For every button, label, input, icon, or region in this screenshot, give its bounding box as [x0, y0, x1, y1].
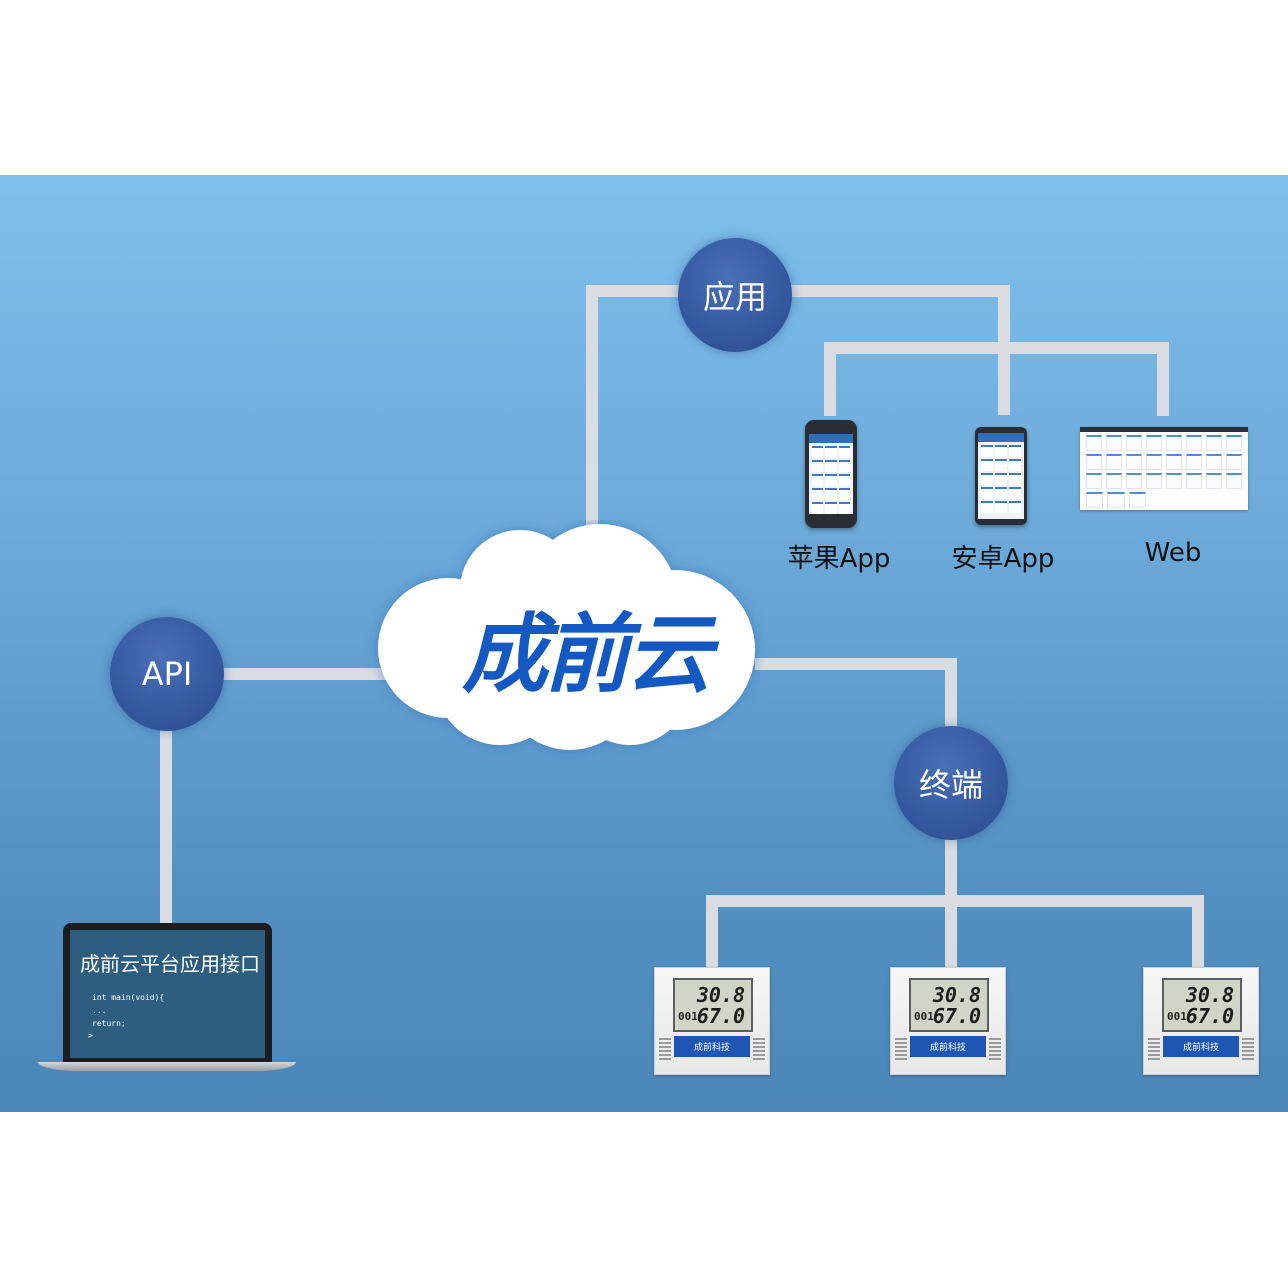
connector-apps-horizontal: [824, 342, 1169, 354]
sensor-lcd: 30.8 001 67.0: [909, 978, 989, 1032]
laptop-screen: 成前云平台应用接口 int main(void){ ... return; >: [63, 923, 272, 1063]
laptop-title: 成前云平台应用接口: [80, 952, 260, 976]
vent: [989, 1038, 1001, 1060]
node-api: API: [110, 617, 224, 731]
brand-badge: 成前科技: [910, 1036, 986, 1057]
connector-cloud-to-app-vertical: [586, 285, 598, 545]
connector-web-vertical: [1157, 342, 1169, 416]
connector-sensors-horizontal: [706, 895, 1204, 907]
label-android-app: 安卓App: [951, 544, 1055, 574]
cloud-shape: [378, 524, 755, 750]
vent: [1242, 1038, 1254, 1060]
node-app: 应用: [678, 238, 792, 352]
android-phone-image: [975, 427, 1027, 525]
iphone-image: [805, 420, 857, 528]
vent: [1148, 1038, 1160, 1060]
code-line: ...: [92, 1006, 107, 1015]
connector-api-horizontal: [220, 668, 390, 680]
humidity-value: 67.0: [696, 1004, 745, 1028]
connector-app-top-horizontal: [586, 285, 1010, 297]
sensor-device: 30.8 001 67.0 成前科技: [1143, 967, 1259, 1075]
brand-badge: 成前科技: [1163, 1036, 1239, 1057]
connector-sensor-right-vertical: [1192, 895, 1204, 968]
sensor-device: 30.8 001 67.0 成前科技: [890, 967, 1006, 1075]
vent: [753, 1038, 765, 1060]
connector-cloud-to-terminal-horizontal: [755, 658, 957, 670]
sensor-id: 001: [914, 1010, 934, 1023]
vent: [895, 1038, 907, 1060]
label-ios-app: 苹果App: [787, 544, 891, 574]
label-web: Web: [1144, 538, 1202, 568]
sensor-device: 30.8 001 67.0 成前科技: [654, 967, 770, 1075]
sensor-id: 001: [1167, 1010, 1187, 1023]
sensor-lcd: 30.8 001 67.0: [1162, 978, 1242, 1032]
sensor-id: 001: [678, 1010, 698, 1023]
sensor-lcd: 30.8 001 67.0: [673, 978, 753, 1032]
code-line: int main(void){: [92, 993, 165, 1002]
node-terminal: 终端: [894, 726, 1008, 840]
connector-terminal-vertical-top: [945, 658, 957, 738]
temperature-value: 30.8: [1185, 983, 1234, 1007]
laptop-base: [38, 1062, 296, 1071]
connector-ios-vertical: [824, 342, 836, 416]
humidity-value: 67.0: [1185, 1004, 1234, 1028]
humidity-value: 67.0: [932, 1004, 981, 1028]
cloud-title: 成前云: [462, 604, 712, 705]
code-line: return;: [92, 1019, 126, 1028]
web-dashboard-image: [1080, 427, 1248, 510]
connector-api-vertical: [160, 720, 172, 925]
brand-badge: 成前科技: [674, 1036, 750, 1057]
code-prompt: >: [88, 1031, 93, 1040]
temperature-value: 30.8: [696, 983, 745, 1007]
connector-sensor-left-vertical: [706, 895, 718, 968]
vent: [659, 1038, 671, 1060]
temperature-value: 30.8: [932, 983, 981, 1007]
